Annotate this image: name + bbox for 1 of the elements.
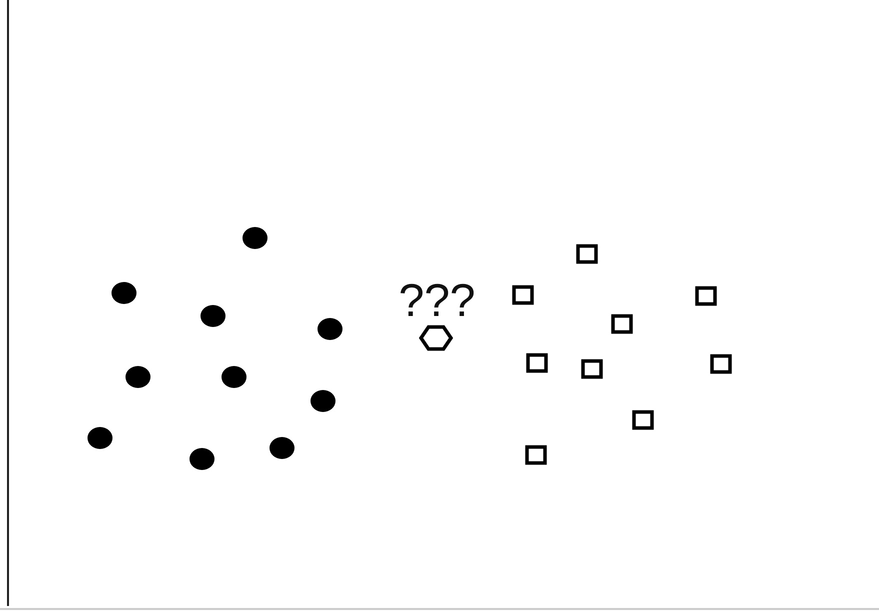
question-label: ??? [398,277,476,323]
